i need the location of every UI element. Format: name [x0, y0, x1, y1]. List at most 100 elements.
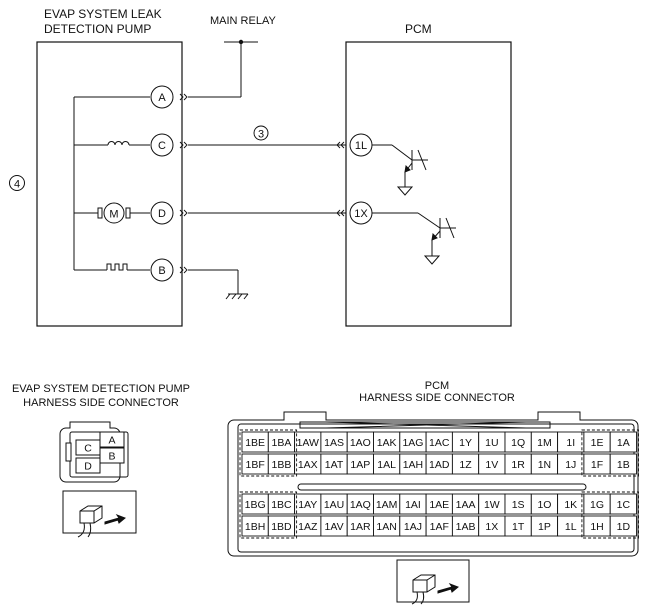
pcm-connector-terminal: 1Z — [451, 453, 480, 475]
pcm-connector-terminal: 1AX — [294, 453, 322, 475]
svg-text:1AA: 1AA — [456, 499, 476, 511]
pump-connector-title-line1: EVAP SYSTEM DETECTION PUMP — [12, 383, 190, 395]
pcm-connector-terminal: 1AQ — [346, 493, 374, 515]
svg-text:1G: 1G — [590, 499, 604, 511]
svg-text:D: D — [84, 461, 92, 473]
svg-text:1L: 1L — [565, 521, 577, 533]
pcm-connector-terminal: 1O — [530, 493, 559, 515]
svg-text:1AL: 1AL — [377, 459, 396, 471]
svg-text:1AH: 1AH — [403, 459, 423, 471]
svg-text:1AM: 1AM — [376, 499, 398, 511]
svg-text:1BC: 1BC — [271, 499, 292, 511]
pcm-connector-terminal: 1AP — [346, 453, 374, 475]
svg-text:1AP: 1AP — [350, 459, 370, 471]
pcm-connector-terminal: 1A — [609, 431, 637, 453]
svg-text:1AC: 1AC — [429, 437, 450, 449]
pump-connector-pin-c: C — [75, 439, 101, 456]
pump-pin-b: B — [150, 258, 174, 282]
svg-text:1Z: 1Z — [459, 459, 472, 471]
pcm-connector-terminal: 1AH — [399, 453, 427, 475]
svg-text:A: A — [108, 435, 115, 447]
motor-icon: M — [97, 202, 131, 224]
svg-text:1B: 1B — [617, 459, 630, 471]
pcm-terminal-group-outline — [581, 429, 639, 477]
connector-view-icon — [396, 559, 470, 605]
pcm-connector-terminal: 1S — [504, 493, 532, 515]
pcm-terminal-group-outline — [239, 429, 298, 477]
ref-number-3: 3 — [258, 129, 264, 141]
pump-harness-connector — [59, 421, 129, 483]
svg-text:1AQ: 1AQ — [350, 499, 371, 511]
svg-text:1X: 1X — [354, 208, 368, 220]
main-relay-label: MAIN RELAY — [210, 15, 276, 27]
svg-text:1C: 1C — [617, 499, 631, 511]
pump-pin-c: C — [150, 133, 174, 157]
pcm-connector-terminal: 1U — [478, 431, 506, 453]
pump-connector-title-line2: HARNESS SIDE CONNECTOR — [23, 397, 179, 409]
pcm-connector-terminal: 1BF — [241, 453, 269, 475]
svg-text:1AI: 1AI — [405, 499, 421, 511]
svg-text:1E: 1E — [591, 437, 604, 449]
pcm-connector-terminal: 1L — [557, 515, 585, 537]
pcm-terminal-group-outline — [581, 491, 639, 539]
svg-text:1P: 1P — [538, 521, 551, 533]
svg-text:1AR: 1AR — [350, 521, 371, 533]
svg-text:1Y: 1Y — [459, 437, 472, 449]
svg-text:1I: 1I — [566, 437, 575, 449]
pcm-connector-terminal: 1BB — [267, 453, 296, 475]
pcm-connector-terminal: 1AC — [425, 431, 453, 453]
pcm-box — [345, 41, 512, 327]
pump-box — [36, 41, 183, 327]
svg-text:D: D — [158, 208, 166, 220]
transistor-1l-icon — [372, 144, 428, 196]
ref-circle-3 — [253, 125, 269, 141]
svg-text:1AE: 1AE — [429, 499, 449, 511]
svg-text:1AS: 1AS — [324, 437, 344, 449]
pcm-connector-terminal: 1E — [583, 431, 611, 453]
svg-text:1F: 1F — [591, 459, 603, 471]
svg-text:1BB: 1BB — [272, 459, 292, 471]
pcm-connector-terminal: 1AL — [373, 453, 401, 475]
svg-text:1W: 1W — [484, 499, 500, 511]
pcm-connector-terminal: 1V — [478, 453, 506, 475]
pcm-connector-terminal: 1AV — [320, 515, 348, 537]
pcm-connector-terminal: 1BA — [267, 431, 296, 453]
svg-text:1AT: 1AT — [325, 459, 344, 471]
pcm-pin-1l: 1L — [349, 133, 373, 157]
pcm-connector-terminal: 1AM — [373, 493, 401, 515]
pcm-pin-1x: 1X — [349, 201, 373, 225]
svg-text:1BG: 1BG — [245, 499, 266, 511]
pcm-harness-connector — [227, 411, 639, 557]
pcm-connector-terminal: 1AN — [373, 515, 401, 537]
svg-text:1Q: 1Q — [511, 437, 525, 449]
pcm-connector-terminal: 1J — [557, 453, 585, 475]
svg-text:1A: 1A — [617, 437, 630, 449]
pcm-connector-terminal: 1AR — [346, 515, 374, 537]
svg-text:1K: 1K — [564, 499, 577, 511]
svg-text:1BF: 1BF — [246, 459, 265, 471]
connector-view-icon — [62, 490, 137, 538]
pcm-connector-terminal: 1BH — [241, 515, 269, 537]
svg-text:1AU: 1AU — [324, 499, 344, 511]
svg-text:1BD: 1BD — [271, 521, 292, 533]
pcm-connector-terminal: 1BC — [267, 493, 296, 515]
svg-text:1AZ: 1AZ — [298, 521, 318, 533]
svg-text:1S: 1S — [512, 499, 525, 511]
pcm-connector-terminal: 1Q — [504, 431, 532, 453]
pcm-connector-terminal: 1F — [583, 453, 611, 475]
svg-text:1R: 1R — [511, 459, 525, 471]
svg-text:1AD: 1AD — [429, 459, 450, 471]
pcm-connector-terminal: 1AU — [320, 493, 348, 515]
pump-connector-chevrons — [179, 93, 188, 274]
svg-text:1BA: 1BA — [272, 437, 292, 449]
pcm-connector-terminal: 1AJ — [399, 515, 427, 537]
svg-text:C: C — [158, 140, 166, 152]
pcm-connector-terminal: 1BG — [241, 493, 269, 515]
pcm-connector-terminal: 1T — [504, 515, 532, 537]
svg-text:1N: 1N — [538, 459, 551, 471]
pcm-connector-terminal: 1X — [478, 515, 506, 537]
svg-text:1AK: 1AK — [377, 437, 397, 449]
pcm-connector-terminal: 1D — [609, 515, 637, 537]
